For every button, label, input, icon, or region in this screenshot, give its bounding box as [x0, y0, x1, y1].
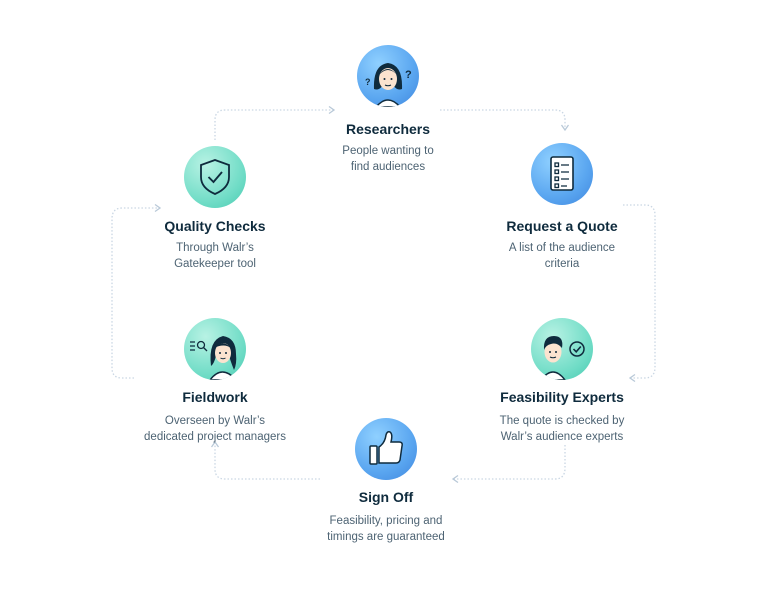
- step-desc-researchers: People wanting to find audiences: [342, 143, 433, 175]
- step-title-feasibility-experts: Feasibility Experts: [500, 389, 624, 405]
- connector-signoff-to-fieldwork: [215, 442, 320, 480]
- step-desc-sign-off: Feasibility, pricing and timings are gua…: [327, 513, 445, 545]
- thumbs-up-icon: [355, 418, 417, 480]
- researcher-question-icon: ? ?: [357, 45, 419, 107]
- step-desc-fieldwork: Overseen by Walr’s dedicated project man…: [144, 413, 286, 445]
- desc-line: Gatekeeper tool: [174, 258, 256, 270]
- connector-quality-to-researchers: [214, 110, 334, 140]
- connector-quote-to-feasibility: [623, 204, 656, 378]
- expert-check-icon: [531, 318, 593, 380]
- step-desc-feasibility-experts: The quote is checked by Walr’s audience …: [500, 413, 625, 445]
- step-title-request-a-quote: Request a Quote: [506, 218, 618, 234]
- quote-list-icon: [531, 143, 593, 205]
- desc-line: Through Walr’s: [176, 242, 254, 254]
- step-title-fieldwork: Fieldwork: [182, 389, 248, 405]
- step-desc-quality-checks: Through Walr’s Gatekeeper tool: [174, 240, 256, 272]
- step-desc-request-a-quote: A list of the audience criteria: [509, 240, 615, 272]
- desc-line: Walr’s audience experts: [500, 431, 624, 443]
- svg-text:?: ?: [365, 77, 371, 87]
- project-manager-icon: [184, 318, 246, 380]
- svg-text:?: ?: [405, 69, 412, 81]
- connector-fieldwork-to-quality: [111, 208, 160, 379]
- step-title-researchers: Researchers: [345, 121, 431, 137]
- desc-line: The quote is checked by: [499, 415, 625, 427]
- connector-researchers-to-quote: [440, 109, 565, 130]
- step-title-sign-off: Sign Off: [358, 489, 414, 505]
- step-title-quality-checks: Quality Checks: [164, 218, 266, 234]
- shield-check-icon: [184, 146, 246, 208]
- desc-line: Overseen by Walr’s: [164, 415, 266, 427]
- desc-line: People wanting to: [342, 145, 434, 157]
- desc-line: find audiences: [350, 161, 426, 173]
- desc-line: A list of the audience: [508, 242, 616, 254]
- desc-line: Feasibility, pricing and: [329, 515, 443, 527]
- connector-feasibility-to-signoff: [453, 445, 566, 479]
- desc-line: dedicated project managers: [144, 431, 286, 443]
- desc-line: criteria: [544, 258, 580, 270]
- desc-line: timings are guaranteed: [327, 531, 445, 543]
